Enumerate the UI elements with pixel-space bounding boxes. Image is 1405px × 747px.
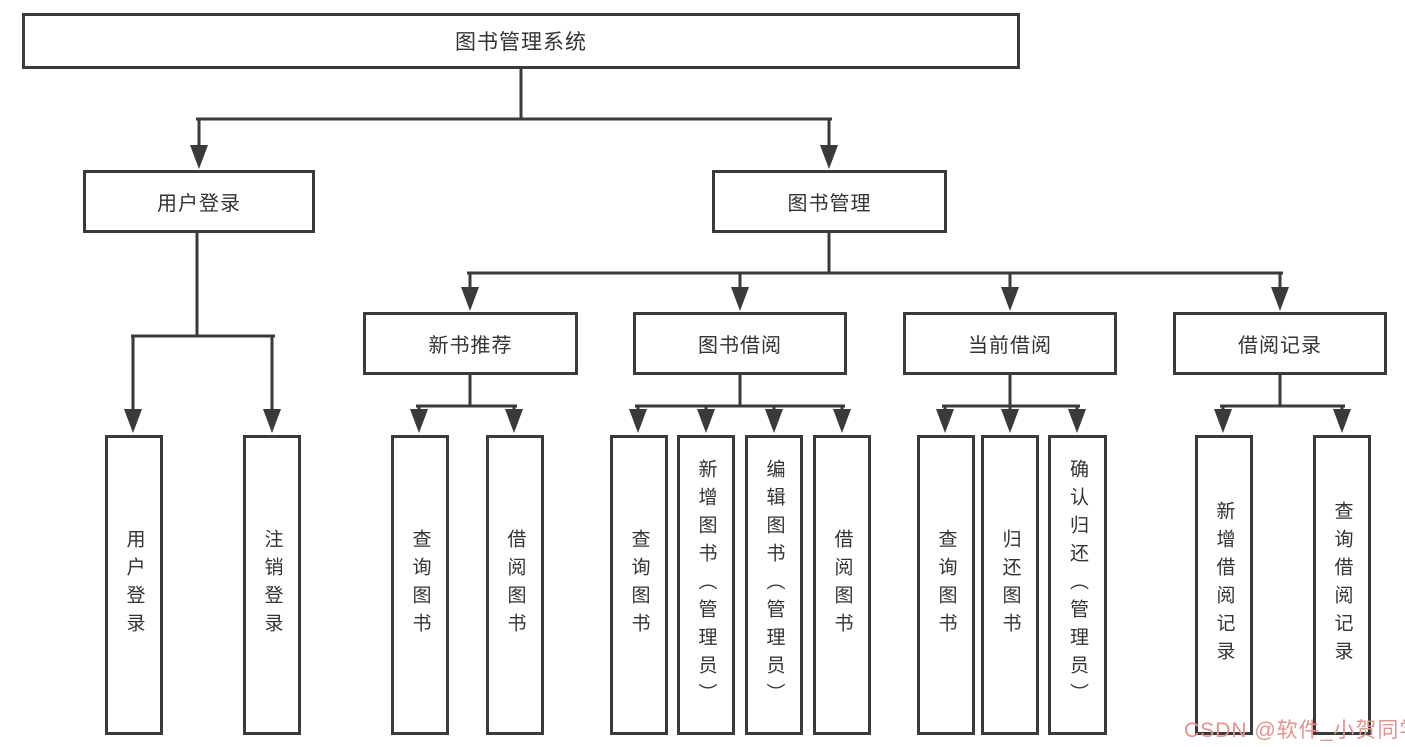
node-label: 查询借阅记录	[1331, 501, 1353, 669]
arrow-user-login	[190, 145, 208, 169]
node-label: 借阅图书	[504, 529, 526, 641]
node-label: 用户登录	[123, 529, 145, 641]
arrow-book-mgmt	[820, 145, 838, 169]
arrow-g4-1	[936, 409, 954, 433]
leaf-edit-books-admin: 编辑图书（管理员）	[745, 435, 803, 735]
arrow-leaf-login	[124, 409, 142, 433]
edge-borrowrecords-drop	[1220, 373, 1345, 408]
node-label: 查询图书	[628, 529, 650, 641]
node-borrow-records: 借阅记录	[1173, 312, 1387, 375]
arrow-g4-3	[1068, 409, 1086, 433]
node-label: 注销登录	[261, 529, 283, 641]
node-current-borrow: 当前借阅	[903, 312, 1117, 375]
leaf-confirm-return-admin: 确认归还（管理员）	[1048, 435, 1107, 735]
arrow-g2-2	[505, 409, 523, 433]
arrow-g4-2	[1001, 409, 1019, 433]
leaf-query-books-2: 查询图书	[610, 435, 668, 735]
node-label: 确认归还（管理员）	[1067, 459, 1088, 711]
node-label: 新增图书（管理员）	[695, 459, 717, 711]
node-label: 图书管理系统	[455, 31, 587, 54]
edge-userlogin-drop	[131, 231, 275, 338]
edge-currentborrow-drop	[942, 373, 1080, 408]
node-book-borrow: 图书借阅	[633, 312, 847, 375]
leaf-borrow-books-2: 借阅图书	[813, 435, 871, 735]
edge-bookmgmt-drop	[467, 231, 1283, 275]
csdn-watermark: CSDN @软件_小贺同学	[1184, 719, 1405, 742]
node-new-book-recommend: 新书推荐	[363, 312, 578, 375]
arrow-leaf-logout	[263, 409, 281, 433]
node-label: 查询图书	[409, 529, 431, 641]
edge-newbooks-drop	[416, 373, 517, 408]
leaf-logout: 注销登录	[243, 435, 301, 735]
arrow-newbooks	[461, 287, 479, 311]
arrow-g3-1	[629, 409, 647, 433]
node-label: 借阅图书	[831, 529, 853, 641]
node-label: 图书管理	[787, 193, 872, 215]
node-label: 用户登录	[157, 193, 241, 215]
leaf-query-books-3: 查询图书	[917, 435, 975, 735]
edge-bookborrow-drop	[635, 373, 845, 408]
node-label: 编辑图书（管理员）	[763, 459, 785, 711]
arrow-g2-1	[410, 409, 428, 433]
node-label: 图书借阅	[698, 335, 782, 357]
arrow-bookborrow	[731, 287, 749, 311]
leaf-query-books-1: 查询图书	[391, 435, 449, 735]
leaf-add-books-admin: 新增图书（管理员）	[677, 435, 735, 735]
arrow-currentborrow	[1001, 287, 1019, 311]
node-user-login: 用户登录	[83, 170, 315, 233]
node-root-library-system: 图书管理系统	[22, 13, 1020, 69]
leaf-add-borrow-record: 新增借阅记录	[1195, 435, 1253, 735]
node-label: 归还图书	[999, 529, 1021, 641]
node-label: 查询图书	[935, 529, 957, 641]
node-label: 新书推荐	[428, 335, 513, 357]
leaf-borrow-books-1: 借阅图书	[486, 435, 544, 735]
node-book-management: 图书管理	[712, 170, 947, 233]
leaf-query-borrow-record: 查询借阅记录	[1313, 435, 1371, 735]
arrow-g3-3	[765, 409, 783, 433]
node-label: 新增借阅记录	[1213, 501, 1235, 669]
leaf-user-login: 用户登录	[105, 435, 163, 735]
node-label: 当前借阅	[968, 335, 1052, 357]
node-label: 借阅记录	[1238, 335, 1322, 357]
arrow-g3-4	[833, 409, 851, 433]
arrow-g5-1	[1214, 409, 1232, 433]
leaf-return-books: 归还图书	[981, 435, 1039, 735]
arrow-borrowrecords	[1271, 287, 1289, 311]
arrow-g5-2	[1333, 409, 1351, 433]
arrow-g3-2	[697, 409, 715, 433]
